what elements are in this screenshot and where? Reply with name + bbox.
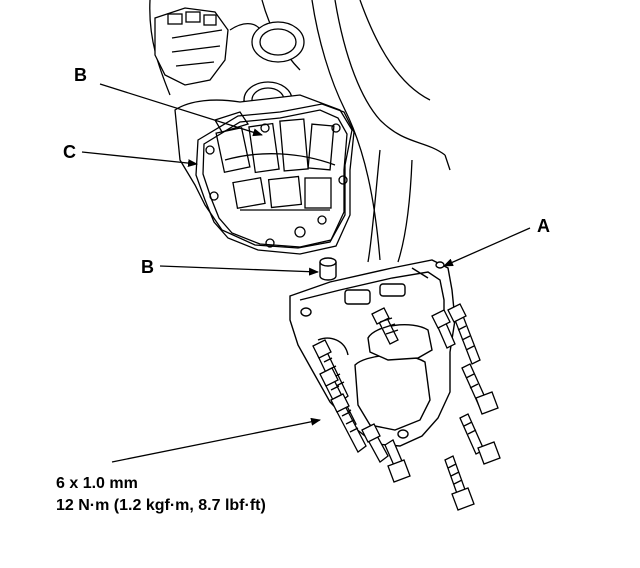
leader-b-upper [99, 83, 263, 137]
wire-harness-connector [154, 7, 263, 86]
callout-b-lower: B [141, 257, 154, 277]
bolts [312, 303, 501, 511]
dowel-pin [319, 257, 337, 281]
leader-spec [111, 417, 321, 463]
bolt-8 [447, 303, 481, 365]
transmission-case [149, 0, 451, 263]
bolt-9 [461, 363, 499, 415]
shift-mechanism [174, 94, 353, 249]
bolt-size-label: 6 x 1.0 mm [56, 475, 138, 492]
bolt-6 [384, 439, 411, 483]
gasket [195, 103, 355, 255]
servo-body [289, 259, 456, 447]
leader-c [81, 151, 198, 168]
callout-c: C [63, 142, 76, 162]
leader-b-lower [159, 265, 319, 276]
leader-lines [81, 83, 531, 463]
torque-label: 12 N·m (1.2 kgf·m, 8.7 lbf·ft) [56, 497, 266, 514]
bolt-4 [330, 393, 367, 453]
bolt-5 [361, 423, 389, 463]
callout-a: A [537, 216, 550, 236]
bolt-10 [459, 413, 501, 465]
leader-a [443, 227, 531, 267]
callout-b-upper: B [74, 65, 87, 85]
bolt-1 [371, 307, 399, 345]
bolt-7 [444, 455, 475, 511]
bolt-11 [431, 309, 456, 349]
